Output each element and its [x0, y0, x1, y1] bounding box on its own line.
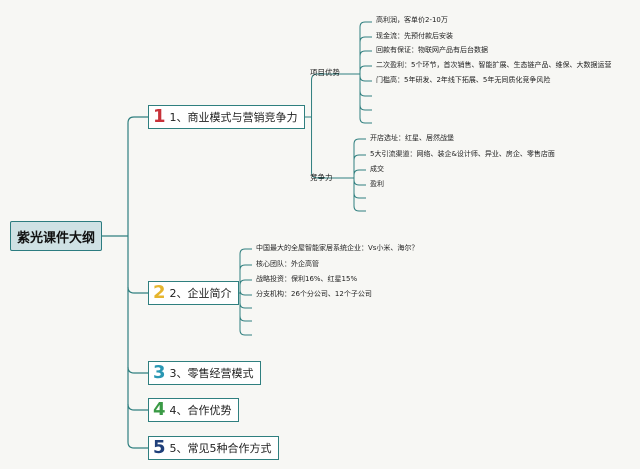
connector-line — [359, 21, 372, 28]
connector-line — [359, 65, 372, 72]
connector-line — [359, 90, 372, 97]
section-label: 4、合作优势 — [169, 404, 232, 417]
connector-line — [127, 403, 148, 411]
connector-line — [311, 117, 346, 179]
connector-line — [239, 329, 252, 336]
leaf-compete-item: 5大引流渠道：网络、装企&设计师、异业、房企、零售店面 — [370, 150, 555, 158]
section-cooperation-modes[interactable]: 5 5、常见5种合作方式 — [148, 436, 279, 460]
section-label: 1、商业模式与营销竞争力 — [169, 111, 298, 124]
section-business-model[interactable]: 1 1、商业模式与营销竞争力 — [148, 105, 305, 129]
leaf-intro-item: 中国最大的全屋智能家居系统企业：Vs小米、海尔？ — [256, 244, 419, 252]
connector-line — [353, 179, 366, 186]
connector-line — [359, 50, 372, 57]
connector-line — [359, 117, 372, 124]
leaf-project-item: 门槛高：5年研发、2年线下拓展、5年无同质化竞争风险 — [376, 76, 551, 84]
connector-line — [353, 192, 366, 199]
section-number: 5 — [153, 437, 166, 458]
leaf-project-item: 现金流：先预付款后安装 — [376, 32, 453, 40]
connector-line — [239, 264, 252, 271]
leaf-intro-item: 分支机构：26个分公司、12个子公司 — [256, 290, 372, 298]
connector-line — [127, 286, 148, 294]
connector-line — [311, 73, 346, 117]
root-node: 紫光课件大纲 — [10, 221, 102, 251]
section-number: 3 — [153, 362, 166, 383]
leaf-compete-item: 开店选址：红星、居然战堡 — [370, 134, 454, 142]
connector-line — [239, 248, 252, 255]
leaf-project-item: 高利润，客单价2-10万 — [376, 16, 448, 24]
leaf-project-item: 回款有保证：物联网产品有后台数据 — [376, 46, 488, 54]
leaf-compete-item: 成交 — [370, 165, 384, 173]
subnode-competitiveness[interactable]: 竞争力 — [310, 173, 333, 182]
section-number: 2 — [153, 282, 166, 303]
connector-line — [359, 104, 372, 111]
connector-line — [239, 315, 252, 322]
section-label: 2、企业简介 — [169, 287, 232, 300]
leaf-compete-item: 盈利 — [370, 180, 384, 188]
section-label: 5、常见5种合作方式 — [169, 442, 272, 455]
connector-line — [353, 154, 366, 161]
connector-line — [239, 279, 252, 286]
connector-line — [127, 116, 148, 124]
section-number: 4 — [153, 399, 166, 420]
connector-line — [353, 169, 366, 176]
section-retail-model[interactable]: 3 3、零售经营模式 — [148, 361, 261, 385]
connector-line — [239, 302, 252, 309]
section-label: 3、零售经营模式 — [169, 367, 254, 380]
connector-line — [127, 366, 148, 374]
section-company-intro[interactable]: 2 2、企业简介 — [148, 281, 239, 305]
connector-line — [353, 205, 366, 212]
leaf-intro-item: 战略投资：保利16%、红星15% — [256, 275, 358, 283]
leaf-project-item: 二次盈利：5个环节，首次销售、智能扩展、生态链产品、维保、大数据运营 — [376, 61, 612, 69]
connector-line — [127, 441, 148, 449]
connector-line — [359, 36, 372, 43]
subnode-project-advantage[interactable]: 项目优势 — [310, 68, 340, 77]
connector-line — [353, 138, 366, 145]
leaf-intro-item: 核心团队：外企高管 — [256, 260, 319, 268]
section-cooperation-advantage[interactable]: 4 4、合作优势 — [148, 398, 239, 422]
section-number: 1 — [153, 106, 166, 127]
connector-line — [239, 289, 252, 296]
connector-line — [359, 75, 372, 82]
